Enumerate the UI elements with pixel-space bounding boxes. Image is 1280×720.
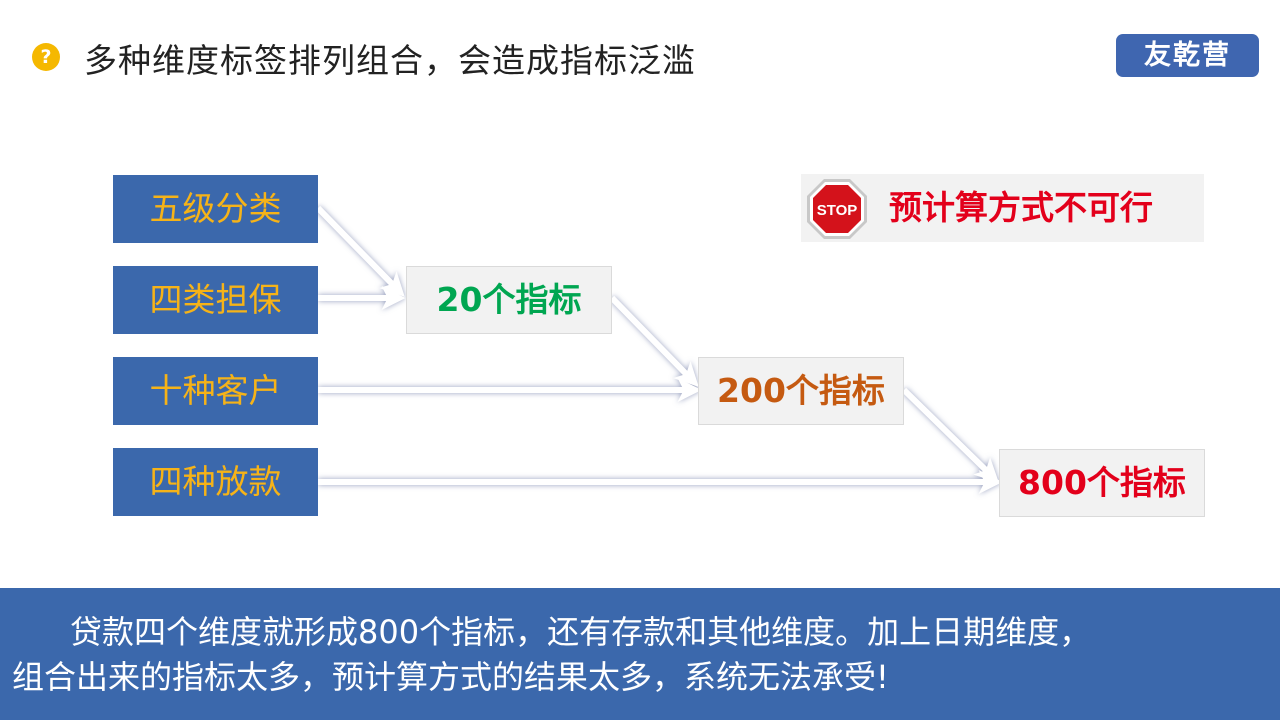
stop-sign-icon: STOP (807, 179, 867, 239)
arrow-wuji-to-20 (315, 205, 405, 297)
dimension-box-five-level: 五级分类 (113, 175, 318, 243)
stop-sign-text: STOP (817, 202, 858, 219)
dimension-box-customer: 十种客户 (113, 357, 318, 425)
arrow-20-to-200 (609, 295, 699, 387)
question-icon: ? (32, 43, 60, 71)
logo: 友乾营 (1116, 34, 1259, 77)
summary-banner: 贷款四个维度就形成800个指标，还有存款和其他维度。加上日期维度， 组合出来的指… (0, 588, 1280, 720)
summary-line-2: 组合出来的指标太多，预计算方式的结果太多，系统无法承受! (12, 658, 889, 696)
dimension-box-guarantee: 四类担保 (113, 266, 318, 334)
arrow-200-to-800 (901, 387, 999, 483)
stop-message: 预计算方式不可行 (889, 188, 1153, 227)
dimension-box-loan: 四种放款 (113, 448, 318, 516)
metric-box-20: 20个指标 (406, 266, 612, 334)
metric-box-200: 200个指标 (698, 357, 904, 425)
page-title: 多种维度标签排列组合，会造成指标泛滥 (84, 41, 696, 80)
metric-box-800: 800个指标 (999, 449, 1205, 517)
stop-callout: STOP 预计算方式不可行 (801, 174, 1204, 242)
summary-line-1: 贷款四个维度就形成800个指标，还有存款和其他维度。加上日期维度， (70, 613, 1092, 651)
